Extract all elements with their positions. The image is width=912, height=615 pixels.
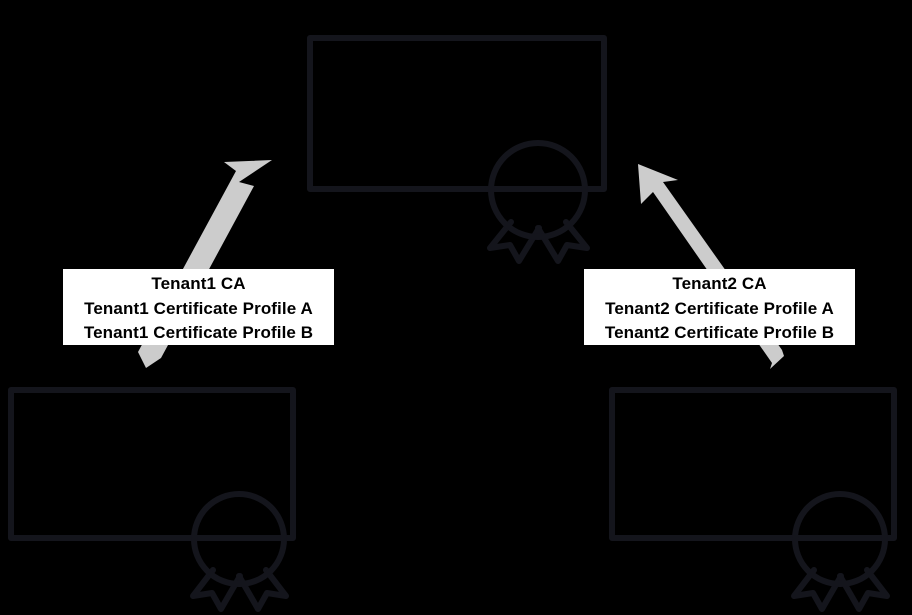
certificate-seal-circle [792, 491, 888, 587]
certificate-icon [307, 35, 607, 264]
certificate-document-shape [307, 35, 607, 192]
label-tenant2-line-3: Tenant2 Certificate Profile B [604, 323, 835, 342]
label-tenant1: Tenant1 CA Tenant1 Certificate Profile A… [63, 269, 334, 345]
certificate-ribbon-right [236, 567, 289, 612]
certificate-seal-circle [191, 491, 287, 587]
label-tenant2-line-1: Tenant2 CA [672, 274, 767, 293]
certificate-ribbon-right [837, 567, 890, 612]
certificate-ribbon-left [487, 219, 542, 264]
label-tenant2: Tenant2 CA Tenant2 Certificate Profile A… [584, 269, 855, 345]
label-tenant1-line-3: Tenant1 Certificate Profile B [83, 323, 314, 342]
certificate-document-shape [609, 387, 897, 541]
certificate-icon [609, 387, 897, 612]
certificate-ribbon-right [535, 219, 590, 264]
label-tenant1-line-1: Tenant1 CA [151, 274, 246, 293]
label-tenant1-line-2: Tenant1 Certificate Profile A [84, 298, 313, 318]
certificate-seal-circle [488, 140, 588, 240]
certificate-ribbon-left [791, 567, 844, 612]
certificate-ribbon-left [190, 567, 243, 612]
certificate-icon [8, 387, 296, 612]
label-tenant2-line-2: Tenant2 Certificate Profile A [605, 298, 834, 318]
certificate-document-shape [8, 387, 296, 541]
